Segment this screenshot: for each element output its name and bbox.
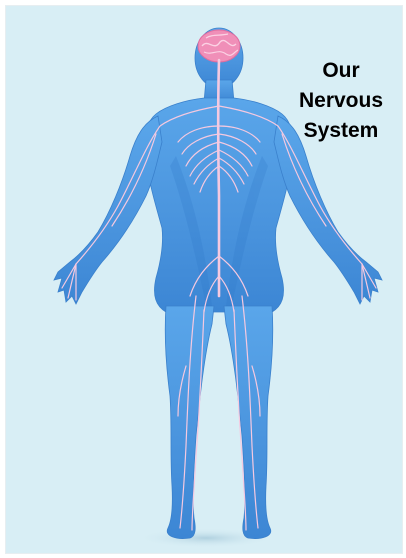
brain bbox=[198, 30, 240, 62]
title-line-1: Our bbox=[284, 56, 398, 86]
diagram-frame: Our Nervous System bbox=[5, 5, 403, 554]
diagram-title: Our Nervous System bbox=[284, 56, 398, 146]
title-line-3: System bbox=[284, 116, 398, 146]
title-line-2: Nervous bbox=[284, 86, 398, 116]
